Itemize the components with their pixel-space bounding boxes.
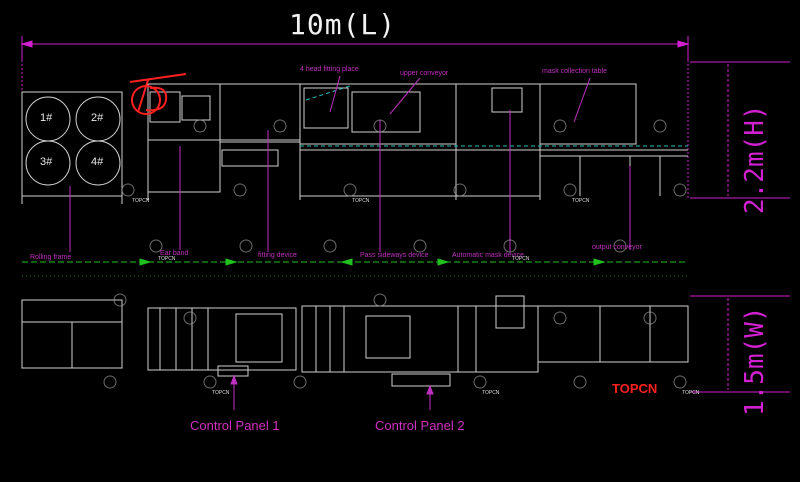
width-dimension-line bbox=[690, 295, 790, 393]
material-flow-arrows bbox=[22, 258, 688, 277]
watermark-text: TOPCN bbox=[132, 198, 150, 204]
label-second-device: Pass sideways device bbox=[360, 252, 429, 259]
machine-plan-view bbox=[21, 295, 689, 387]
height-dimension-label: 2.2m(H) bbox=[740, 104, 770, 214]
label-output-conveyor: output conveyor bbox=[592, 244, 642, 251]
label-rolling-frame: Rolling frame bbox=[30, 254, 72, 261]
length-dimension-label: 10m(L) bbox=[289, 8, 397, 41]
brand-text: TOPCN bbox=[612, 381, 658, 396]
watermark-text: TOPCN bbox=[682, 390, 700, 396]
label-auto-device: Automatic mask device bbox=[452, 252, 524, 259]
machine-front-elevation bbox=[147, 83, 688, 200]
roll-label-3: 3# bbox=[40, 156, 53, 168]
width-dimension-label: 1.5m(W) bbox=[740, 306, 770, 416]
label-mask-collection: mask collection table bbox=[542, 68, 607, 75]
watermark-text: TOPCN bbox=[352, 198, 370, 204]
watermark-text: TOPCN bbox=[158, 256, 176, 262]
brand-logo bbox=[129, 73, 187, 115]
leader-lines bbox=[69, 75, 631, 252]
control-panel-2-label: Control Panel 2 bbox=[375, 418, 465, 433]
roll-label-1: 1# bbox=[40, 112, 53, 124]
length-dimension-line bbox=[20, 36, 690, 200]
roll-label-4: 4# bbox=[91, 156, 104, 168]
control-panel-1-label: Control Panel 1 bbox=[190, 418, 280, 433]
label-fixing-device: fitting device bbox=[258, 252, 297, 259]
watermark-text: TOPCN bbox=[512, 256, 530, 262]
upper-conveyor-line bbox=[300, 85, 688, 147]
label-fitting-place: 4 head fitting place bbox=[300, 66, 359, 73]
control-panel-leaders bbox=[230, 374, 434, 410]
roll-label-2: 2# bbox=[91, 112, 104, 124]
watermark-text: TOPCN bbox=[482, 390, 500, 396]
watermark-text: TOPCN bbox=[572, 198, 590, 204]
rolling-frame bbox=[21, 91, 123, 204]
label-ear-band: Ear band bbox=[160, 250, 189, 257]
watermarks bbox=[103, 119, 687, 389]
height-dimension-line bbox=[690, 61, 790, 199]
label-upper-conveyor: upper conveyor bbox=[400, 70, 449, 77]
watermark-text: TOPCN bbox=[212, 390, 230, 396]
